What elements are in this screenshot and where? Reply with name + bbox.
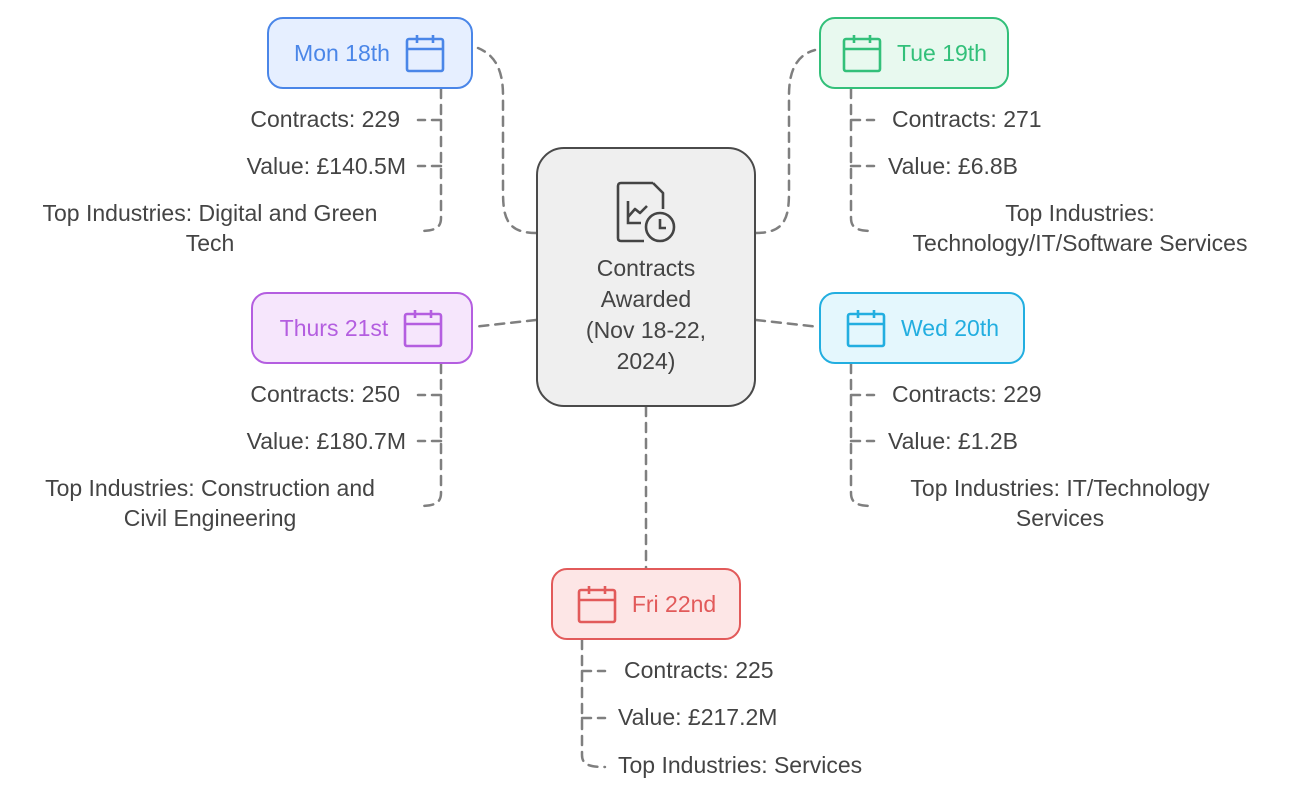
- thu-industries: Top Industries: Construction and Civil E…: [45, 475, 375, 531]
- day-node-mon[interactable]: Mon 18th: [267, 17, 473, 89]
- day-node-tue[interactable]: Tue 19th: [819, 17, 1009, 89]
- day-label-tue: Tue 19th: [897, 39, 987, 66]
- connector-center-mon: [476, 46, 538, 235]
- chart-document-clock-icon: [616, 181, 676, 243]
- mon-industries: Top Industries: Digital and Green Tech: [42, 200, 378, 256]
- calendar-icon: [405, 35, 445, 73]
- day-label-wed: Wed 20th: [900, 314, 1000, 341]
- connector-center-tue: [754, 48, 817, 235]
- wed-industries: Top Industries: IT/Technology Services: [910, 475, 1210, 531]
- fri-contracts: Contracts: 225: [624, 657, 774, 683]
- calendar-icon: [842, 35, 882, 73]
- day-node-fri[interactable]: Fri 22nd: [551, 568, 741, 640]
- fri-industries: Top Industries: Services: [618, 752, 863, 778]
- wed-contracts: Contracts: 229: [892, 381, 1042, 407]
- fri-value: Value: £217.2M: [618, 704, 778, 730]
- calendar-icon: [577, 586, 617, 624]
- tue-value: Value: £6.8B: [888, 153, 1019, 179]
- connector-thu-tree: [416, 362, 443, 508]
- calendar-icon: [404, 310, 443, 348]
- day-label-fri: Fri 22nd: [631, 590, 717, 617]
- connector-center-wed: [754, 318, 821, 329]
- wed-value: Value: £1.2B: [888, 428, 1019, 454]
- mon-value: Value: £140.5M: [246, 153, 406, 179]
- connector-tue-tree: [849, 87, 876, 233]
- connector-fri-tree: [580, 638, 607, 769]
- center-title: Contracts Awarded (Nov 18-22, 2024): [585, 255, 707, 374]
- connector-mon-tree: [416, 87, 443, 233]
- thu-contracts: Contracts: 250: [250, 381, 400, 407]
- connector-wed-tree: [849, 362, 876, 508]
- day-label-thu: Thurs 21st: [279, 314, 389, 341]
- day-label-mon: Mon 18th: [294, 39, 390, 66]
- mon-contracts: Contracts: 229: [250, 106, 400, 132]
- tue-industries: Top Industries: Technology/IT/Software S…: [912, 200, 1248, 256]
- tue-contracts: Contracts: 271: [892, 106, 1042, 132]
- day-node-wed[interactable]: Wed 20th: [819, 292, 1025, 364]
- day-node-thu[interactable]: Thurs 21st: [251, 292, 473, 364]
- thu-value: Value: £180.7M: [246, 428, 406, 454]
- calendar-icon: [846, 310, 886, 348]
- center-node[interactable]: Contracts Awarded (Nov 18-22, 2024): [536, 147, 756, 407]
- connector-center-thu: [471, 318, 538, 329]
